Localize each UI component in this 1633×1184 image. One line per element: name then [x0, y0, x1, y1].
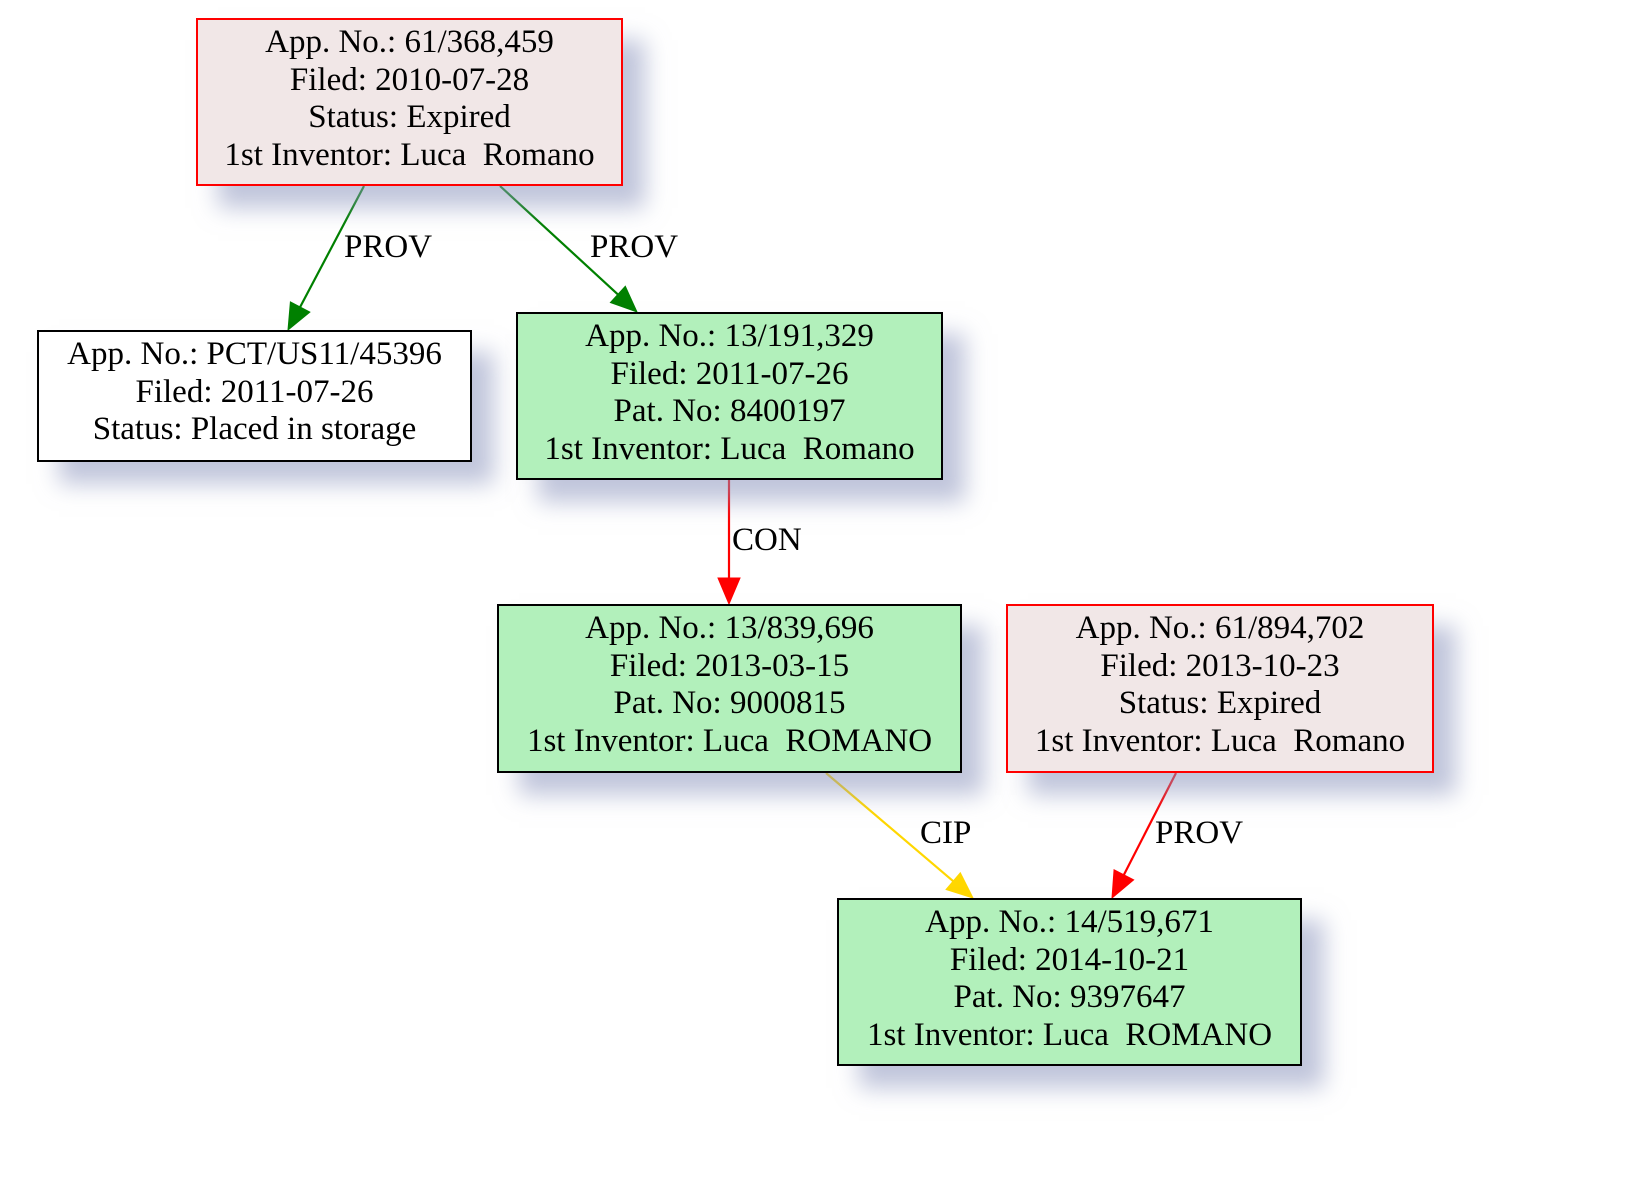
- node-pct-us11-45396[interactable]: App. No.: PCT/US11/45396 Filed: 2011-07-…: [37, 330, 472, 462]
- node-line: Filed: 2011-07-26: [135, 373, 374, 410]
- node-line: App. No.: 13/839,696: [585, 610, 874, 646]
- node-61-894702[interactable]: App. No.: 61/894,702 Filed: 2013-10-23 S…: [1006, 604, 1434, 773]
- node-line: App. No.: 14/519,671: [925, 904, 1214, 940]
- node-line: Status: Expired: [1118, 685, 1322, 721]
- node-line: 1st Inventor: Luca ROMANO: [526, 722, 933, 759]
- node-line: Filed: 2011-07-26: [610, 355, 849, 392]
- node-13-839696[interactable]: App. No.: 13/839,696 Filed: 2013-03-15 P…: [497, 604, 962, 773]
- edge-line-prov: [299, 185, 365, 308]
- node-line: 1st Inventor: Luca Romano: [1034, 722, 1406, 759]
- node-line: Filed: 2010-07-28: [289, 61, 530, 98]
- node-line: Status: Placed in storage: [92, 411, 417, 447]
- node-line: Pat. No: 9397647: [953, 979, 1186, 1015]
- node-line: App. No.: 13/191,329: [585, 318, 874, 354]
- arrowhead-icon: [609, 285, 638, 313]
- node-line: App. No.: 61/894,702: [1075, 610, 1365, 646]
- node-line: Status: Expired: [308, 99, 511, 135]
- node-14-519671[interactable]: App. No.: 14/519,671 Filed: 2014-10-21 P…: [837, 898, 1302, 1066]
- node-line: 1st Inventor: Luca Romano: [544, 430, 915, 467]
- node-line: App. No.: PCT/US11/45396: [67, 336, 442, 372]
- node-line: Pat. No: 8400197: [613, 393, 846, 429]
- edge-line-cip: [825, 772, 954, 882]
- edge-label-cip: CIP: [920, 815, 972, 851]
- edge-label-prov: PROV: [1155, 815, 1244, 851]
- node-line: Filed: 2014-10-21: [949, 941, 1190, 978]
- edge-line-prov: [1122, 772, 1177, 876]
- edge-line-prov: [499, 185, 619, 296]
- node-line: Filed: 2013-03-15: [609, 647, 850, 684]
- node-13-191329[interactable]: App. No.: 13/191,329 Filed: 2011-07-26 P…: [516, 312, 943, 480]
- arrowhead-icon: [1111, 869, 1135, 900]
- node-line: 1st Inventor: Luca Romano: [224, 136, 595, 173]
- node-line: Filed: 2013-10-23: [1100, 647, 1340, 684]
- edge-label-con: CON: [732, 522, 802, 558]
- node-line: 1st Inventor: Luca ROMANO: [866, 1016, 1273, 1053]
- arrowhead-icon: [945, 871, 974, 899]
- edge-label-prov: PROV: [590, 229, 679, 265]
- arrowhead-icon: [287, 301, 311, 332]
- node-61-368459[interactable]: App. No.: 61/368,459 Filed: 2010-07-28 S…: [196, 18, 623, 186]
- node-line: Pat. No: 9000815: [613, 685, 846, 721]
- edge-label-prov: PROV: [344, 229, 433, 265]
- node-line: App. No.: 61/368,459: [265, 24, 554, 60]
- arrowhead-icon: [717, 577, 741, 606]
